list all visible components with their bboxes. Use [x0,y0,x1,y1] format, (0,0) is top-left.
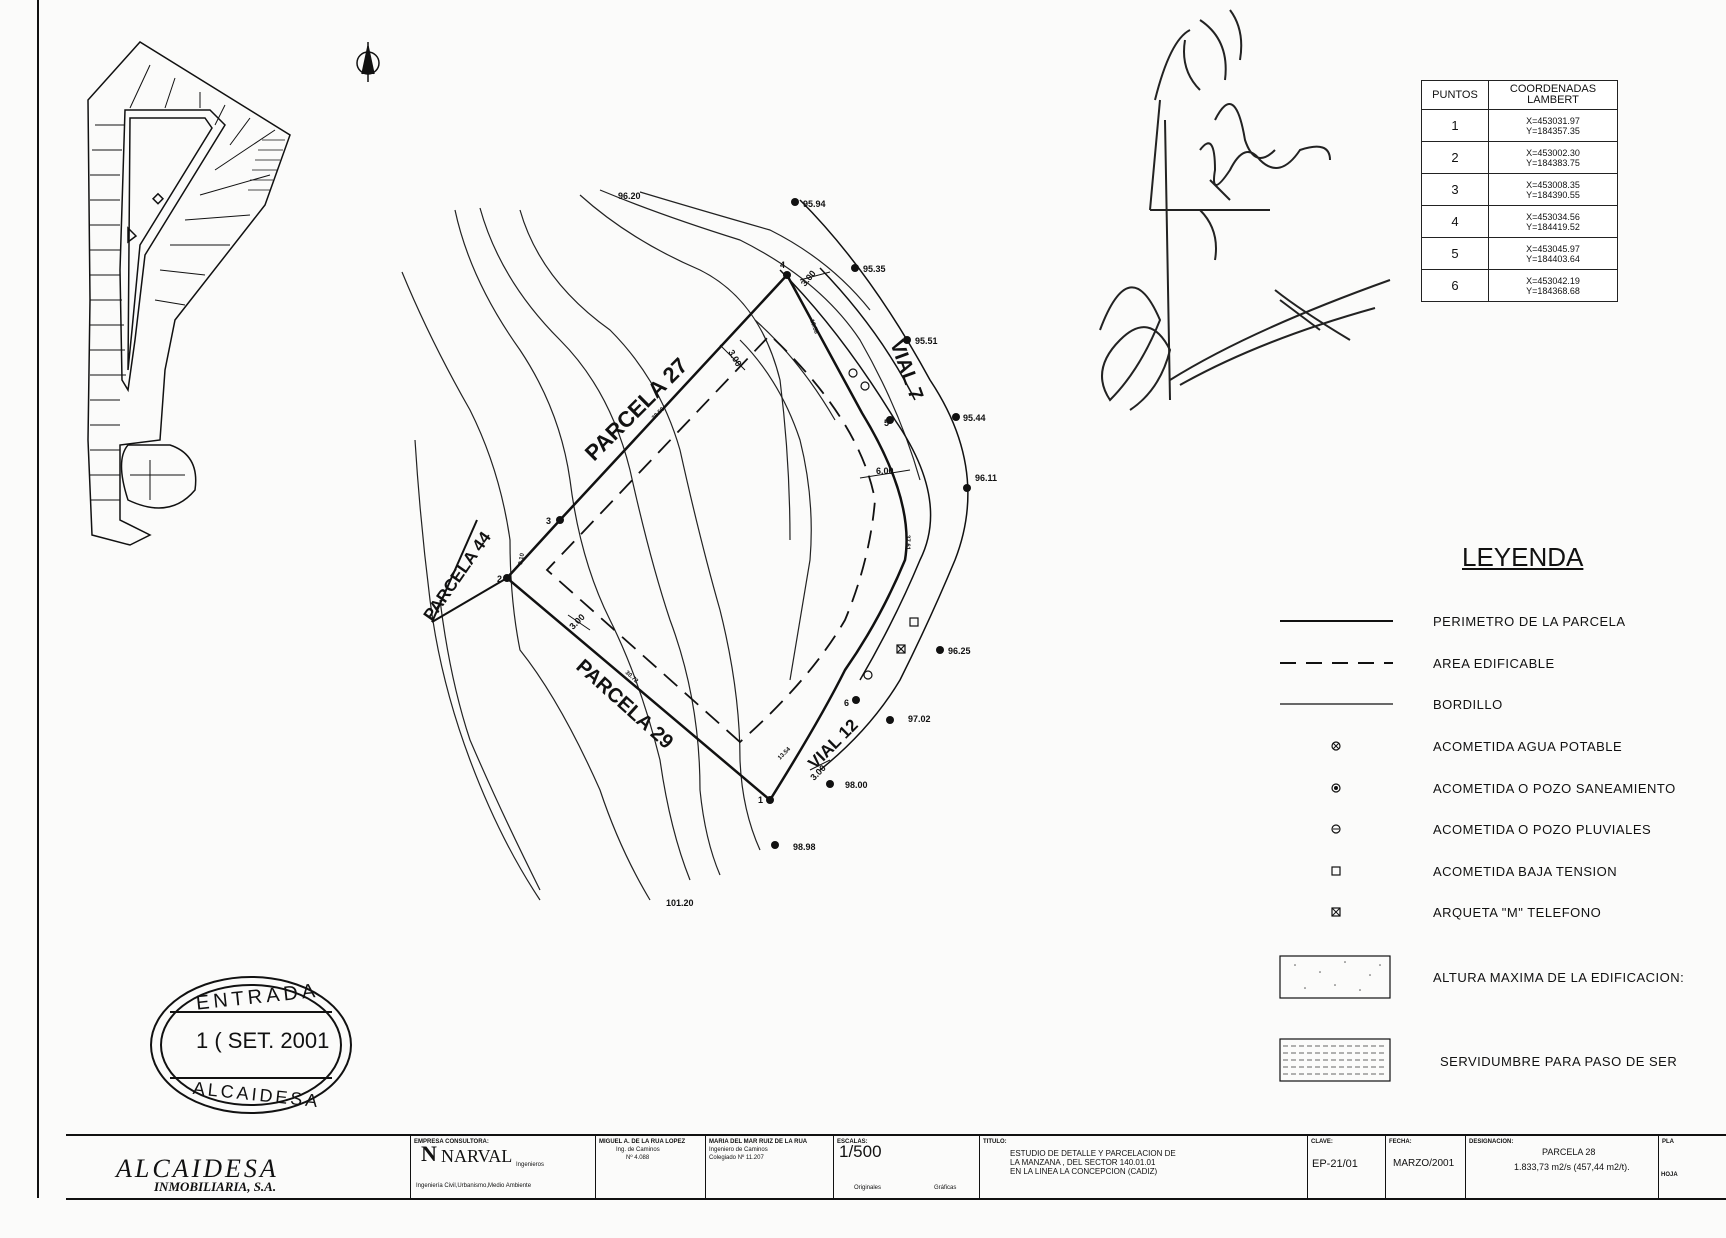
svg-text:98.00: 98.00 [845,780,868,790]
date-cell: FECHA: MARZO/2001 [1385,1136,1466,1198]
svg-text:96.25: 96.25 [948,646,971,656]
key-cell: CLAVE: EP-21/01 [1307,1136,1386,1198]
dimension-lines [567,271,911,771]
svg-text:95.51: 95.51 [915,336,938,346]
contour-lines [401,189,921,901]
utility-symbols [848,368,919,680]
plan-sheet-cell: PLA HOJA [1658,1136,1726,1198]
consultant-desc: Ingeniería Civil,Urbanismo,Medio Ambient… [416,1183,532,1189]
designation-area: 1.833,73 m2/s (457,44 m2/t). [1514,1162,1630,1172]
legend-item-storm: ACOMETIDA O POZO PLUVIALES [1433,822,1652,837]
svg-text:98.98: 98.98 [793,842,816,852]
svg-text:96.20: 96.20 [618,191,641,201]
elevation-labels: 96.20 95.94 95.35 95.51 95.44 96.11 96.2… [618,191,997,908]
drawing-title: ESTUDIO DE DETALLE Y PARCELACION DE LA M… [1010,1149,1176,1176]
buildable-area [545,333,876,744]
client-subtitle: INMOBILIARIA, S.A. [154,1179,277,1194]
consultant-cell: EMPRESA CONSULTORA: N NARVAL Ingenieros … [410,1136,596,1198]
narval-logo: N [421,1141,437,1166]
parcel-perimeter [505,272,908,802]
title-cell: TITULO: ESTUDIO DE DETALLE Y PARCELACION… [979,1136,1308,1198]
legend-title: LEYENDA [1462,542,1584,572]
elevation-points [771,198,971,849]
stamp-bottom-text: ALCAIDESA [192,1078,321,1111]
road-vial-7 [779,199,969,771]
scale-value: 1/500 [839,1142,882,1161]
legend-item-phone: ARQUETA "M" TELEFONO [1433,905,1602,920]
svg-text:37.61: 37.61 [904,535,910,551]
svg-text:3.00: 3.00 [799,268,818,288]
drawing-date: MARZO/2001 [1393,1158,1455,1169]
parcel-vertices [503,271,894,804]
client-name: ALCAIDESA [116,1154,279,1183]
designation: PARCELA 28 [1542,1147,1596,1157]
legend-item-max-height: ALTURA MAXIMA DE LA EDIFICACION: [1433,970,1685,985]
svg-text:1: 1 [758,795,763,805]
svg-text:5: 5 [884,418,889,428]
legend-symbols [1279,620,1393,1082]
legend-item-perimeter: PERIMETRO DE LA PARCELA [1433,614,1626,629]
road-vial-12-label: VIAL 12 [804,716,861,773]
svg-text:95.44: 95.44 [963,413,986,423]
header-coords: COORDENADAS LAMBERT [1488,80,1618,110]
svg-text:6.00: 6.00 [876,466,894,476]
legend-item-power: ACOMETIDA BAJA TENSION [1433,864,1618,879]
svg-text:2: 2 [497,574,502,584]
header-points: PUNTOS [1421,80,1489,110]
svg-text:3: 3 [546,516,551,526]
svg-text:4: 4 [780,260,785,270]
svg-text:95.94: 95.94 [803,199,826,209]
title-block: ALCAIDESA INMOBILIARIA, S.A. EMPRESA CON… [66,1134,1726,1200]
parcel-29-label: PARCELA 29 [572,655,678,753]
parcel-27-label: PARCELA 27 [580,353,693,466]
vertex-labels: 1 2 3 4 5 6 [497,260,889,805]
svg-text:96.11: 96.11 [975,473,997,483]
consultant-name: NARVAL [441,1146,513,1166]
legend-dotted-fill [1294,961,1381,991]
svg-text:9.10: 9.10 [518,552,526,565]
designation-cell: DESIGNACION: PARCELA 28 1.833,73 m2/s (4… [1465,1136,1659,1198]
legend-item-water: ACOMETIDA AGUA POTABLE [1433,739,1623,754]
key-plan [87,41,291,546]
legend-item-curb: BORDILLO [1433,697,1503,712]
parcel-44-label: PARCELA 44 [420,528,495,624]
legend-hatch-fill [1283,1045,1387,1075]
svg-text:19.58: 19.58 [808,319,819,336]
svg-text:95.35: 95.35 [863,264,886,274]
svg-text:101.20: 101.20 [666,898,694,908]
scale-cell: ESCALAS: 1/500 Originales Gráficas [833,1136,980,1198]
svg-text:6: 6 [844,698,849,708]
north-arrow-icon [356,42,380,82]
stamp-date: 1 ( SET. 2001 [196,1028,330,1053]
legend-item-buildable: AREA EDIFICABLE [1433,656,1555,671]
handwritten-signature [1099,9,1391,411]
entrada-stamp [150,976,352,1114]
engineer-1-cell: MIGUEL A. DE LA RUA LOPEZ Ing. de Camino… [595,1136,706,1198]
svg-text:13.54: 13.54 [777,746,792,761]
legend-item-easement: SERVIDUMBRE PARA PASO DE SER [1440,1054,1678,1069]
drawing-key: EP-21/01 [1312,1158,1358,1170]
dimension-labels: 3.00 3.00 3.00 6.00 3.00 19.58 38.56 37.… [518,268,910,782]
svg-text:3.00: 3.00 [567,612,586,631]
legend-item-sewer: ACOMETIDA O POZO SANEAMIENTO [1433,781,1676,796]
engineer-2-cell: MARIA DEL MAR RUIZ DE LA RUA Ingeniero d… [705,1136,824,1198]
svg-text:97.02: 97.02 [908,714,931,724]
road-vial-7-label: VIAL 7 [885,337,927,403]
neighbor-boundaries [431,519,508,623]
